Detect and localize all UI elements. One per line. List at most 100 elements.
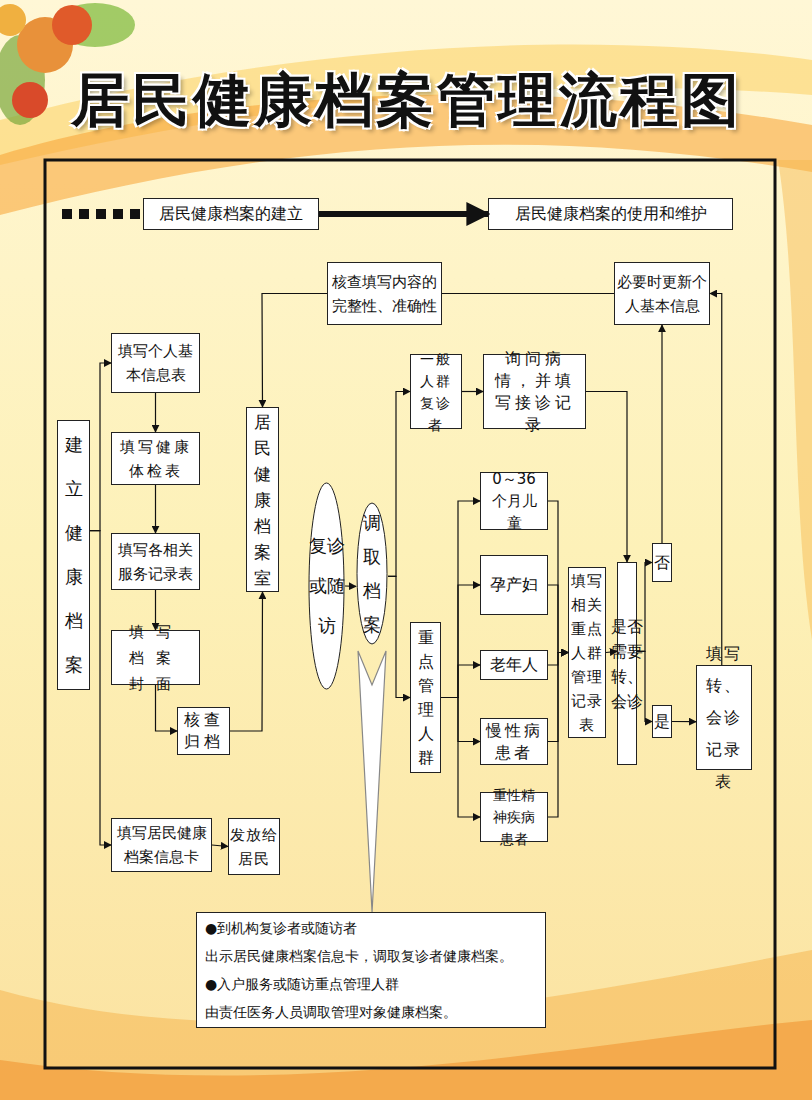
title-text: 居民健康档案管理流程图 xyxy=(0,62,812,140)
connector xyxy=(548,653,568,666)
connector xyxy=(319,211,488,217)
square-dot xyxy=(62,209,72,219)
ellipse-node: 复诊或随访 xyxy=(308,482,345,690)
node-label: 居民健康档案的使用和维护 xyxy=(515,204,707,224)
process-box: 发放给居民 xyxy=(228,818,280,875)
square-dot xyxy=(96,209,106,219)
connector xyxy=(262,294,327,408)
connector xyxy=(90,531,111,845)
process-box: 重性精神疾病患者 xyxy=(480,792,548,842)
swoosh xyxy=(778,160,812,640)
square-dot xyxy=(130,209,140,219)
dotted-squares xyxy=(62,209,140,219)
swoosh xyxy=(0,1020,812,1100)
process-box: 填写转、会诊记录表 xyxy=(696,665,752,770)
node-label: ●到机构复诊者或随访者 xyxy=(205,914,357,942)
process-box: 询问病情，并填写接诊记录 xyxy=(483,354,586,429)
connector xyxy=(155,590,156,630)
node-label: ●入户服务或随访重点管理人群 xyxy=(205,970,399,998)
node-label: 孕产妇 xyxy=(490,574,538,596)
process-box: 慢性病患者 xyxy=(480,718,548,765)
node-label: 调取档案 xyxy=(356,506,388,642)
node-label: 重点管理人群 xyxy=(411,626,440,770)
callout-arrow xyxy=(358,651,386,912)
ellipse-shape xyxy=(357,503,387,644)
node-label: 核查归档 xyxy=(182,709,225,753)
answer-box: 是 xyxy=(652,705,672,738)
square-dot xyxy=(79,209,89,219)
node-label: 慢性病患者 xyxy=(485,720,543,764)
node-label: 核查填写内容的完整性、准确性 xyxy=(332,270,437,318)
process-box: 建立健康档案 xyxy=(57,420,90,690)
connector xyxy=(156,685,178,731)
fruit xyxy=(0,4,26,36)
node-label: 否 xyxy=(654,553,670,573)
connector xyxy=(637,651,652,721)
node-label: 必要时更新个人基本信息 xyxy=(617,270,707,318)
process-box: 孕产妇 xyxy=(480,555,548,615)
node-label: 居民健康档案室 xyxy=(247,409,278,591)
process-box: 一般人群复诊者 xyxy=(410,354,462,429)
answer-box: 否 xyxy=(652,543,672,582)
fruit xyxy=(12,82,48,118)
connector xyxy=(441,698,480,742)
connector xyxy=(212,845,228,847)
process-box: 重点管理人群 xyxy=(410,622,441,773)
process-box: 填写档案封面 xyxy=(111,630,200,685)
connector xyxy=(441,698,480,818)
process-box: 必要时更新个人基本信息 xyxy=(614,262,710,325)
square-dot xyxy=(113,209,123,219)
connector xyxy=(548,585,568,653)
connector xyxy=(637,563,652,652)
node-label: 询问病情，并填写接诊记录 xyxy=(488,348,581,436)
node-label: 填写健康体检表 xyxy=(118,435,193,483)
node-label: 一般人群复诊者 xyxy=(413,348,459,436)
node-label: 由责任医务人员调取管理对象健康档案。 xyxy=(205,998,457,1026)
connector xyxy=(548,653,568,742)
process-box: 填写相关重点人群管理记录表 xyxy=(568,567,606,738)
process-box: 核查填写内容的完整性、准确性 xyxy=(327,262,442,325)
node-label: 是否需要转、会诊 xyxy=(611,614,643,714)
note-box: ●到机构复诊者或随访者出示居民健康档案信息卡，调取复诊者健康档案。●入户服务或随… xyxy=(196,912,546,1028)
node-label: 是 xyxy=(654,712,670,732)
node-label: 出示居民健康档案信息卡，调取复诊者健康档案。 xyxy=(205,942,513,970)
node-label: 填写各相关服务记录表 xyxy=(118,538,193,586)
connector xyxy=(606,651,617,652)
node-label: 建立健康档案 xyxy=(58,423,89,687)
process-box: 填写居民健康档案信息卡 xyxy=(111,818,212,872)
connector xyxy=(155,393,156,432)
connector xyxy=(661,325,662,543)
connector xyxy=(90,363,111,531)
connector xyxy=(710,294,722,666)
connector xyxy=(230,592,263,731)
node-label: 发放给居民 xyxy=(230,823,278,871)
connector xyxy=(345,585,356,587)
connector xyxy=(548,653,568,818)
node-label: 填写个人基本信息表 xyxy=(118,339,193,387)
connector xyxy=(388,392,410,577)
node-label: 填写居民健康档案信息卡 xyxy=(115,821,208,869)
band-box: 居民健康档案的使用和维护 xyxy=(488,198,733,230)
connector xyxy=(441,665,480,698)
process-box: 填写健康体检表 xyxy=(111,432,200,485)
node-label: 重性精神疾病患者 xyxy=(487,784,541,850)
process-box: 核查归档 xyxy=(177,707,230,755)
node-label: 老年人 xyxy=(490,654,538,676)
process-box: 填写个人基本信息表 xyxy=(111,333,200,393)
ellipse-shape xyxy=(309,483,344,689)
band-box: 居民健康档案的建立 xyxy=(143,198,319,230)
fruit xyxy=(52,5,92,45)
connector xyxy=(462,391,483,392)
ellipse-node: 调取档案 xyxy=(356,502,388,645)
node-label: 居民健康档案的建立 xyxy=(159,204,303,224)
node-label: 复诊或随访 xyxy=(308,526,345,646)
frame xyxy=(45,160,775,1068)
node-label: 0～36个月儿童 xyxy=(491,468,537,534)
connector xyxy=(441,585,480,698)
connector xyxy=(442,293,614,294)
process-box: 居民健康档案室 xyxy=(246,407,279,592)
connector xyxy=(388,576,410,697)
node-label: 填写转、会诊记录表 xyxy=(699,638,749,798)
connector xyxy=(672,721,696,722)
